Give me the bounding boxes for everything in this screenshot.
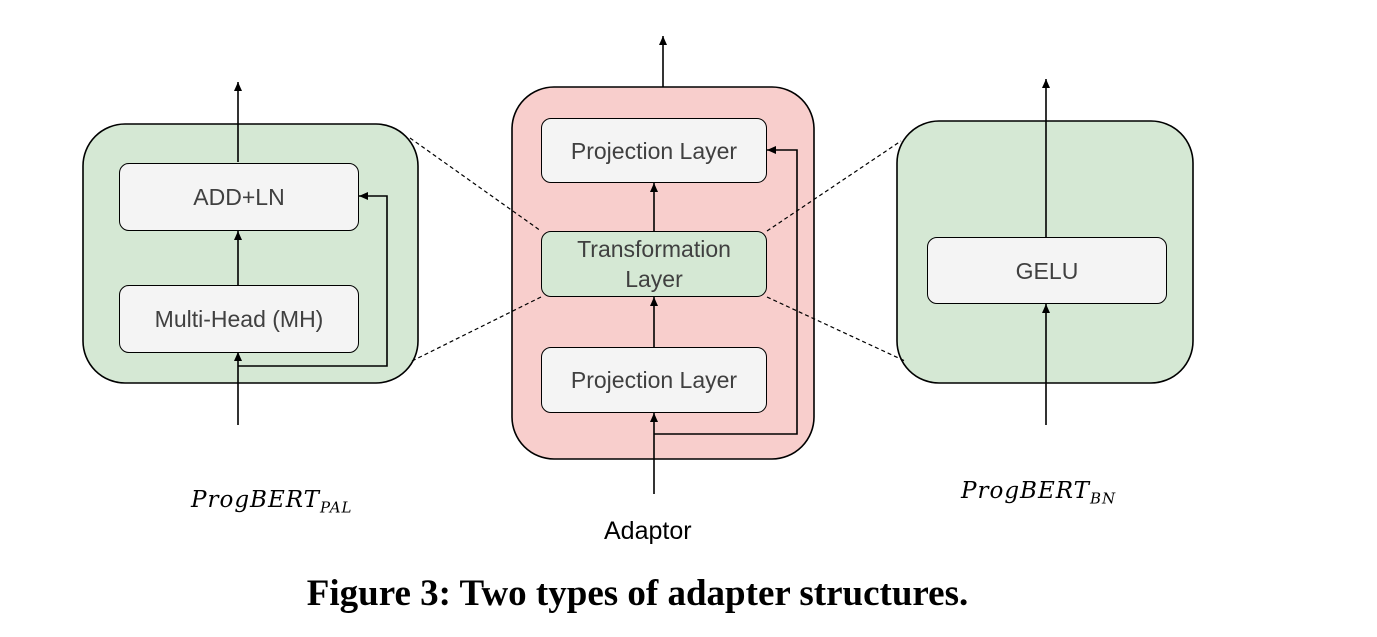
progbert-pal-base: ProgBERT	[191, 487, 320, 513]
progbert-bn-base: ProgBERT	[961, 478, 1090, 504]
figure-caption: Figure 3: Two types of adapter structure…	[306, 573, 969, 614]
zoom-line-left-bottom	[411, 296, 542, 362]
zoom-lines	[409, 137, 906, 362]
progbert-pal-sub: PAL	[320, 498, 353, 517]
top-projection-layer-box: Projection Layer	[541, 118, 767, 183]
transformation-layer-box: Transformation Layer	[541, 231, 767, 297]
multi-head-box: Multi-Head (MH)	[119, 285, 359, 353]
adaptor-residual-arrow	[654, 146, 798, 435]
add-ln-box: ADD+LN	[119, 163, 359, 231]
transformation-layer-line1: Transformation	[577, 236, 731, 262]
progbert-pal-label: ProgBERTPAL	[191, 487, 353, 517]
zoom-line-left-top	[409, 137, 542, 232]
bottom-projection-layer-box: Projection Layer	[541, 347, 767, 413]
zoom-line-right-top	[766, 140, 902, 232]
progbert-bn-label: ProgBERTBN	[961, 478, 1116, 508]
gelu-box: GELU	[927, 237, 1167, 304]
progbert-bn-sub: BN	[1090, 489, 1117, 508]
transformation-layer-line2: Layer	[625, 266, 683, 292]
connectors	[234, 36, 1050, 494]
adaptor-label: Adaptor	[604, 517, 692, 545]
pal-residual-arrow	[238, 192, 388, 367]
zoom-line-right-bottom	[766, 296, 906, 362]
